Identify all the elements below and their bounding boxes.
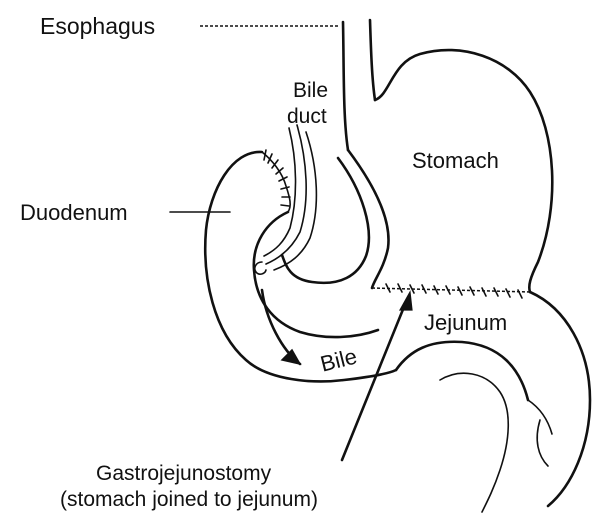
- duodenum-inner: [254, 212, 378, 337]
- label-bile-duct-1: Bile: [293, 79, 328, 102]
- bile-flow-arrowhead: [282, 350, 300, 364]
- label-stomach: Stomach: [412, 148, 499, 173]
- label-esophagus: Esophagus: [40, 13, 155, 39]
- jejunum-upper: [396, 342, 528, 400]
- duodenum-outer: [205, 152, 396, 381]
- stomach-lesser-curve: [348, 150, 389, 288]
- label-duodenum: Duodenum: [20, 200, 128, 225]
- label-bile-duct-2: duct: [287, 105, 327, 128]
- caption-line-2: (stomach joined to jejunum): [60, 488, 318, 511]
- label-bile: Bile: [318, 344, 360, 377]
- gastrojejunostomy-pointer-head: [400, 292, 412, 310]
- bile-duct-line-b: [264, 128, 296, 256]
- duodenal-stump: [262, 152, 290, 212]
- jejunum-fold-detail: [528, 400, 552, 466]
- jejunum-inner-fold: [440, 373, 508, 512]
- label-jejunum: Jejunum: [424, 310, 507, 335]
- caption-line-1: Gastrojejunostomy: [96, 462, 272, 485]
- esophagus-left-wall: [343, 22, 348, 150]
- esophagus-right-wall: [370, 20, 375, 100]
- anastomosis-stitches: [386, 284, 522, 298]
- jejunum-outer: [530, 292, 590, 506]
- bile-duct-line-a: [266, 125, 306, 264]
- ampulla-marker: [255, 262, 266, 274]
- gastrojejunostomy-pointer: [342, 302, 406, 460]
- duodenal-stump-stitches: [264, 150, 290, 206]
